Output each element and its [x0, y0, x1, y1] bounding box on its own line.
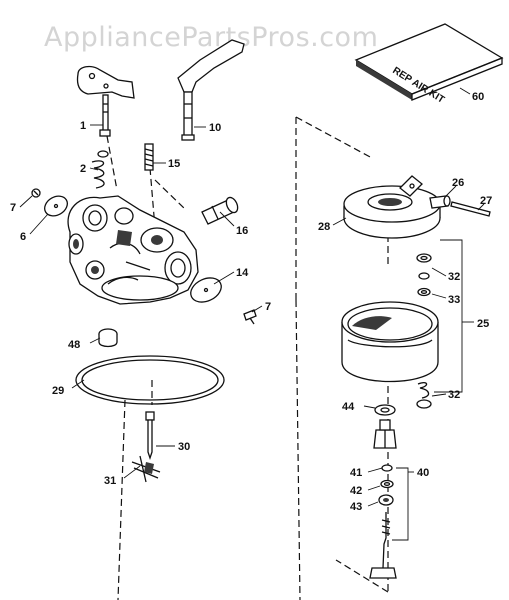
callout-41: 41 — [350, 467, 362, 479]
callout-28: 28 — [318, 221, 330, 233]
callout-7-left: 7 — [10, 202, 16, 214]
choke-shaft-screw — [31, 188, 41, 198]
callout-7-right: 7 — [265, 301, 271, 313]
fuel-bowl — [341, 301, 439, 383]
callout-26: 26 — [452, 177, 464, 189]
float-hinge-pin — [429, 195, 491, 217]
spring-part — [91, 150, 109, 189]
bowl-cup-part — [98, 328, 118, 348]
callout-43: 43 — [350, 501, 362, 513]
idle-screw-part — [144, 143, 154, 171]
bowl-gasket-ring — [75, 355, 225, 405]
choke-lever-part — [177, 39, 245, 141]
callout-40: 40 — [417, 467, 429, 479]
carburetor-body — [67, 195, 199, 305]
callout-42: 42 — [350, 485, 362, 497]
callout-60: 60 — [472, 91, 484, 103]
bowl-spring-lower — [416, 382, 432, 409]
throttle-plate-screw — [243, 309, 257, 325]
watermark-text: AppliancePartsPros.com — [44, 22, 378, 53]
callout-14: 14 — [236, 267, 249, 279]
needle-clip-part — [131, 455, 161, 483]
callout-10: 10 — [209, 122, 221, 134]
callout-29: 29 — [52, 385, 64, 397]
float-assembly — [343, 175, 441, 239]
callout-25: 25 — [477, 318, 489, 330]
leader-lines — [19, 87, 485, 541]
throttle-plate-part — [76, 65, 135, 137]
callout-27: 27 — [480, 195, 492, 207]
callout-32-lower: 32 — [448, 389, 460, 401]
callout-44: 44 — [342, 401, 355, 413]
callout-48: 48 — [68, 339, 80, 351]
callout-6: 6 — [20, 231, 26, 243]
callout-30: 30 — [178, 441, 190, 453]
callout-2: 2 — [80, 163, 86, 175]
callout-33: 33 — [448, 294, 460, 306]
repair-kit-package: REP AIR KIT — [354, 23, 504, 106]
bowl-nut-gasket — [374, 404, 396, 416]
callout-31: 31 — [104, 475, 116, 487]
throttle-valve-plate — [190, 277, 222, 303]
callout-1: 1 — [80, 120, 86, 132]
bowl-washer-upper — [416, 253, 432, 297]
callout-16: 16 — [236, 225, 248, 237]
choke-plate-part — [44, 195, 68, 217]
adjusting-needle — [369, 512, 397, 579]
fuel-inlet-fitting — [201, 196, 239, 225]
callout-15: 15 — [168, 158, 180, 170]
callout-labels: 1 2 6 7 10 15 16 14 7 48 29 30 31 60 26 … — [10, 91, 492, 513]
adjusting-needle-orings — [378, 464, 394, 506]
bowl-nut — [373, 419, 397, 449]
inlet-needle-seat — [145, 411, 155, 461]
callout-32-upper: 32 — [448, 271, 460, 283]
